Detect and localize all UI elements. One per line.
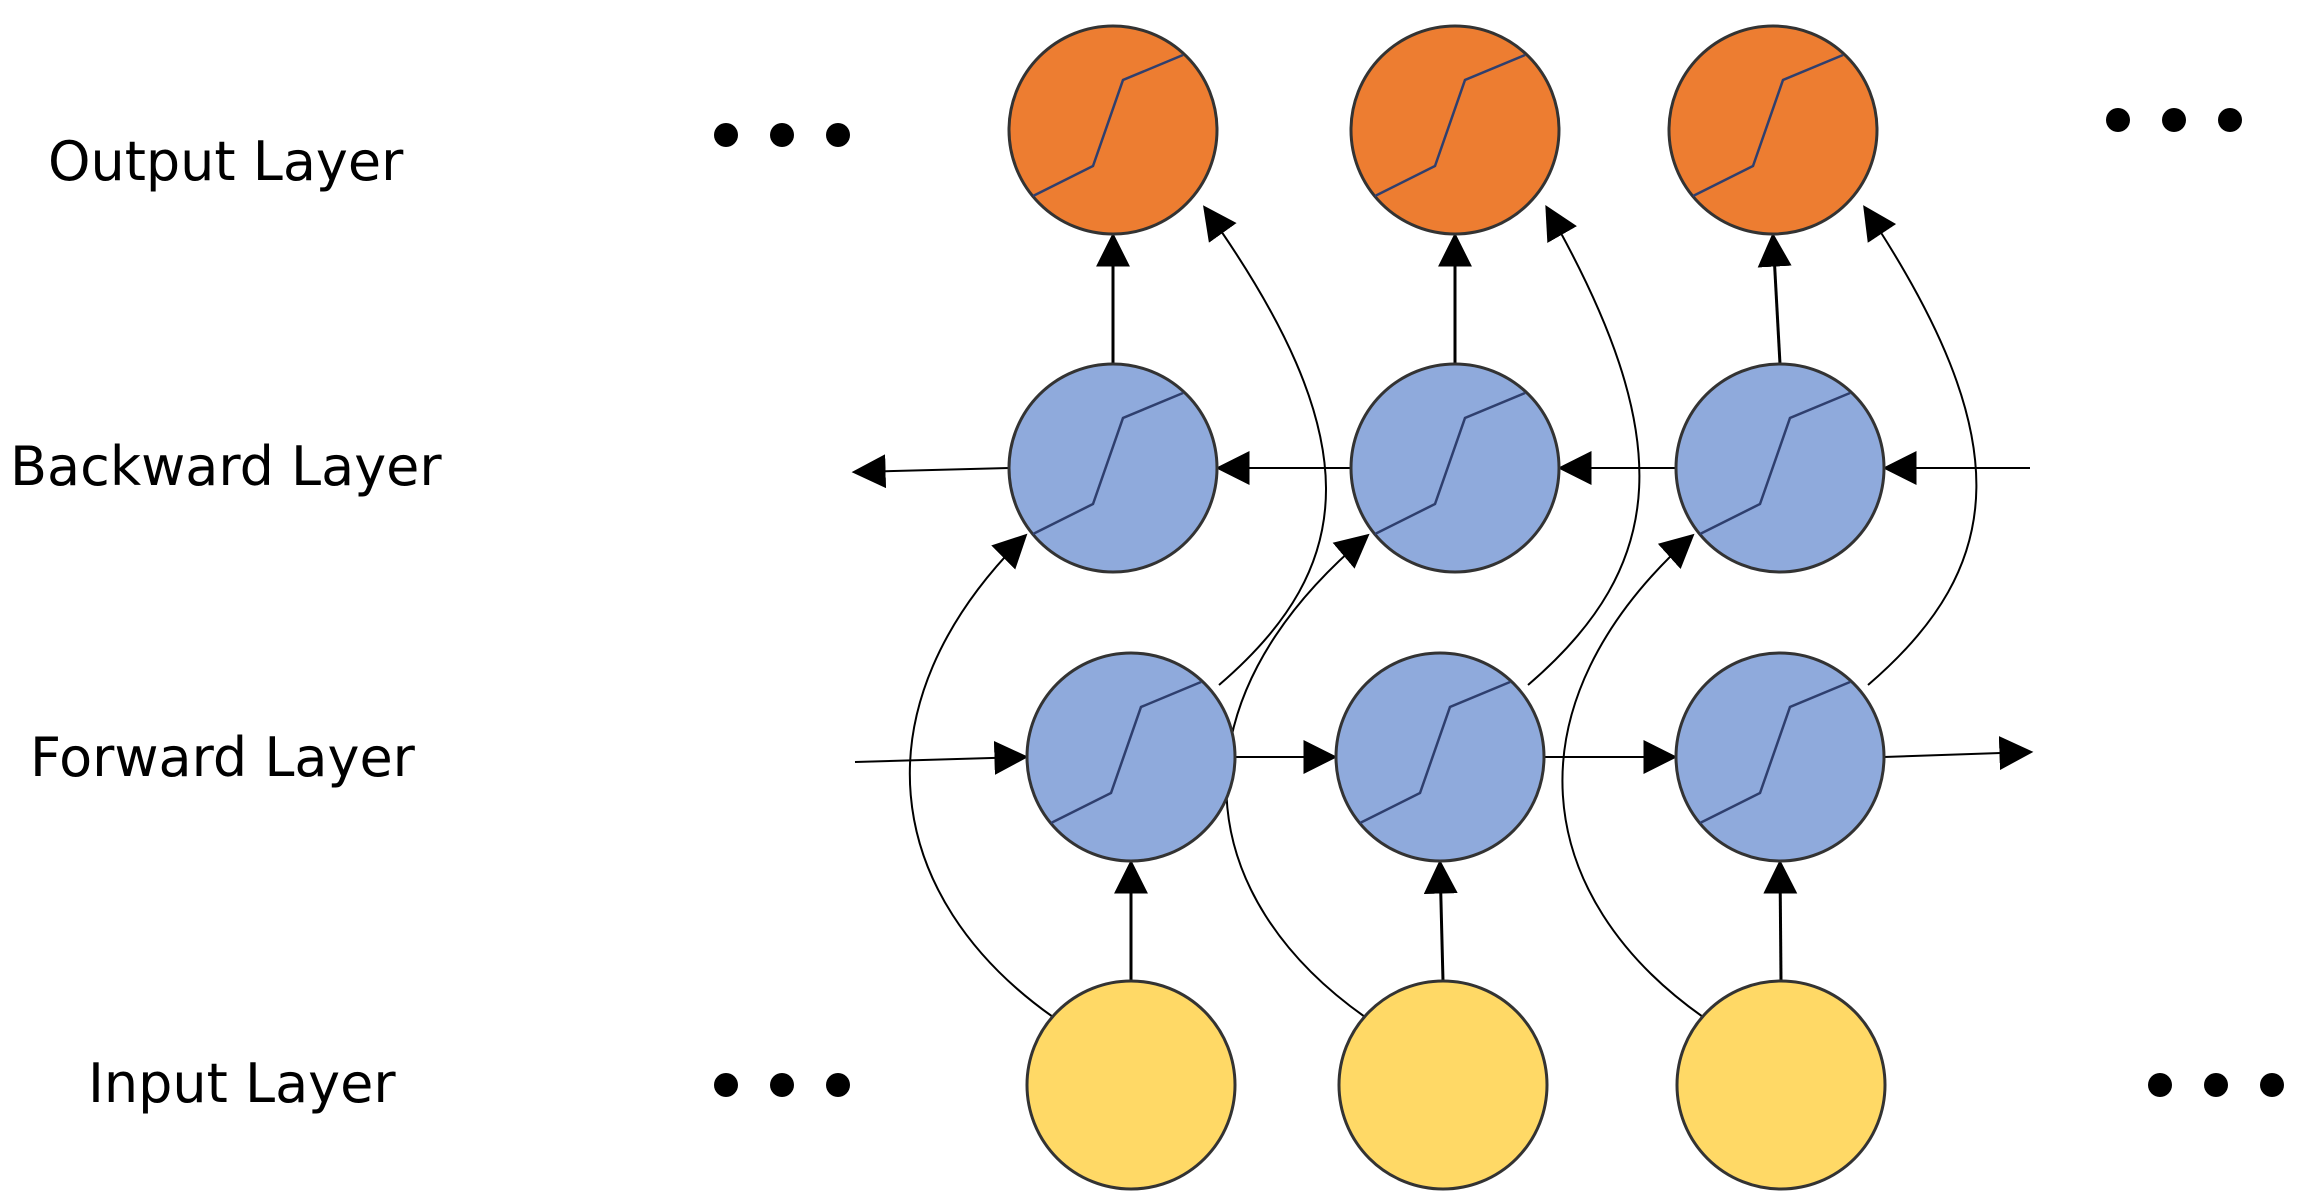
forward-node [1025, 651, 1237, 863]
ellipsis-dots-input-left [714, 1073, 850, 1097]
activation-curve [1374, 53, 1526, 198]
activation-curve [1374, 391, 1526, 536]
activation-curve [1699, 391, 1851, 536]
backward-outgoing-arrow [851, 454, 1010, 489]
forward-node [1334, 651, 1546, 863]
neuron-nodes [1007, 24, 1887, 1191]
input-node [1675, 979, 1887, 1191]
activation-curve [1359, 680, 1511, 825]
forward-to-output-curved-arrow [1527, 205, 1641, 686]
activation-curve [1032, 391, 1184, 536]
input-node [1025, 979, 1237, 1191]
backward-to-output-arrow [1757, 232, 1792, 365]
activation-curve [1692, 53, 1844, 198]
input-layer-label: Input Layer [88, 1052, 396, 1115]
output-node [1349, 24, 1561, 236]
output-layer-label: Output Layer [48, 130, 404, 193]
backward-node [1349, 362, 1561, 574]
activation-curve [1699, 680, 1851, 825]
connection-arrows [851, 205, 2034, 1018]
ellipsis-dots-input-right [2148, 1073, 2284, 1097]
activation-curve [1050, 680, 1202, 825]
forward-outgoing-arrow [1883, 736, 2034, 771]
ellipsis-dots-output-right [2106, 108, 2242, 132]
input-to-backward-curved-arrow [1561, 533, 1704, 1018]
output-node [1667, 24, 1879, 236]
input-node [1337, 979, 1549, 1191]
forward-incoming-arrow [854, 740, 1029, 775]
ellipsis-dots-output-left [714, 123, 850, 147]
backward-node [1007, 362, 1219, 574]
activation-curve [1032, 53, 1184, 198]
forward-to-output-curved-arrow [1863, 205, 1978, 686]
input-to-forward-arrow [1423, 859, 1458, 982]
forward-layer-label: Forward Layer [30, 726, 416, 789]
output-node [1007, 24, 1219, 236]
input-to-backward-curved-arrow [908, 533, 1054, 1018]
forward-to-output-curved-arrow [1203, 205, 1327, 686]
backward-layer-label: Backward Layer [10, 435, 442, 498]
input-to-forward-arrow [1763, 859, 1798, 982]
backward-node [1674, 362, 1886, 574]
forward-node [1674, 651, 1886, 863]
